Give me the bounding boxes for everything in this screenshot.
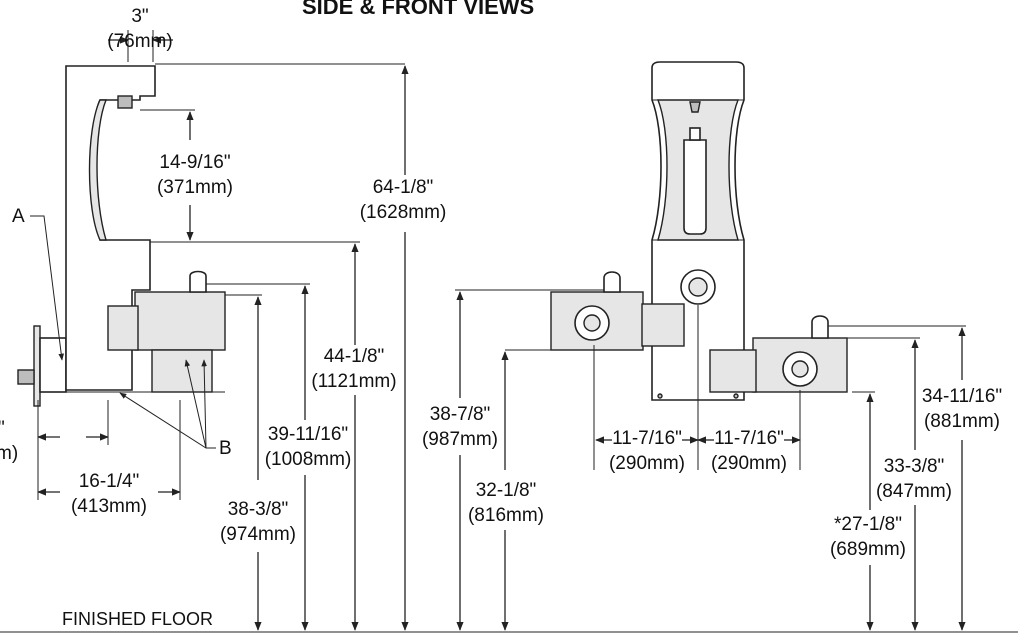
right-bowl-top-metric: (847mm) xyxy=(876,481,952,502)
overall-height-metric: (1628mm) xyxy=(360,202,447,223)
callout-a: A xyxy=(12,206,25,227)
upper-bowl-height-metric: (974mm) xyxy=(220,524,296,545)
callout-a-leader xyxy=(30,215,64,361)
spout-drop-imperial: 14-9/16" xyxy=(159,152,230,173)
tower-base-height-imperial: 44-1/8" xyxy=(324,346,385,367)
front-view-dimensions xyxy=(455,289,966,631)
upper-bowl-collar xyxy=(107,305,139,351)
right-offset-metric: (290mm) xyxy=(711,453,787,474)
tower-cavity-shade xyxy=(88,99,108,241)
right-bubbler-height-imperial: 34-11/16" xyxy=(922,386,1002,407)
bottle-cap xyxy=(689,127,701,141)
side-view-unit xyxy=(17,65,226,407)
tower-push-button xyxy=(688,277,708,297)
wall-stub xyxy=(17,369,35,385)
left-bowl-bottom-metric: (816mm) xyxy=(468,505,544,526)
callout-b-leader xyxy=(184,359,207,449)
callout-b-leader xyxy=(119,392,216,449)
right-bowl-arm xyxy=(709,349,757,393)
mount-screw xyxy=(657,393,663,399)
bottle-outline xyxy=(683,139,707,235)
side-view-labels: 3" (76mm) 14-9/16" (371mm) 64-1/8" (1628… xyxy=(0,6,446,629)
right-bowl-bottom-metric: (689mm) xyxy=(830,539,906,560)
spout-offset-metric: (76mm) xyxy=(107,31,172,52)
filler-spout xyxy=(117,95,133,109)
wall-plate xyxy=(33,325,41,407)
right-bubbler xyxy=(811,315,829,339)
upper-bubbler-height-imperial: 39-11/16" xyxy=(268,424,348,445)
callout-b-leader xyxy=(201,359,207,449)
right-bubbler-height-metric: (881mm) xyxy=(924,411,1000,432)
front-view-unit xyxy=(550,61,848,401)
tower-base-height-metric: (1121mm) xyxy=(311,371,396,392)
spout-drop-metric: (371mm) xyxy=(157,177,233,198)
left-offset-imperial: 11-7/16" xyxy=(612,428,682,449)
filler-sensor xyxy=(689,101,701,113)
callout-b: B xyxy=(219,438,232,459)
overall-height-imperial: 64-1/8" xyxy=(373,177,434,198)
depth-imperial: 16-1/4" xyxy=(79,471,140,492)
left-bowl-button xyxy=(583,314,601,332)
spout-offset-imperial: 3" xyxy=(131,6,148,27)
left-bowl-bottom-imperial: 32-1/8" xyxy=(476,480,537,501)
right-bowl-bottom-imperial: *27-1/8" xyxy=(834,514,902,535)
front-view-labels: 38-7/8" (987mm) 32-1/8" (816mm) 11-7/16"… xyxy=(422,386,1002,560)
mount-screw xyxy=(733,393,739,399)
finished-floor-label: FINISHED FLOOR xyxy=(62,609,213,629)
right-bowl-top-imperial: 33-3/8" xyxy=(884,456,945,477)
lower-bowl-side xyxy=(151,349,213,393)
left-bowl-top-imperial: 38-7/8" xyxy=(430,404,491,425)
right-offset-imperial: 11-7/16" xyxy=(714,428,784,449)
upper-bowl-height-imperial: 38-3/8" xyxy=(228,499,289,520)
wall-offset-imperial: " xyxy=(0,418,5,439)
upper-bubbler-side xyxy=(189,270,207,293)
drawing-title: SIDE & FRONT VIEWS xyxy=(302,0,534,19)
side-view-dimensions xyxy=(30,30,409,631)
left-offset-metric: (290mm) xyxy=(609,453,685,474)
upper-bowl-side xyxy=(134,291,226,351)
right-bowl-button xyxy=(791,360,809,378)
mounting-bracket xyxy=(39,337,67,393)
left-bowl-arm xyxy=(641,303,685,347)
wall-offset-metric: m) xyxy=(0,443,18,464)
upper-bubbler-height-metric: (1008mm) xyxy=(265,449,352,470)
depth-metric: (413mm) xyxy=(71,496,147,517)
left-bowl-top-metric: (987mm) xyxy=(422,429,498,450)
left-bubbler xyxy=(603,271,621,293)
